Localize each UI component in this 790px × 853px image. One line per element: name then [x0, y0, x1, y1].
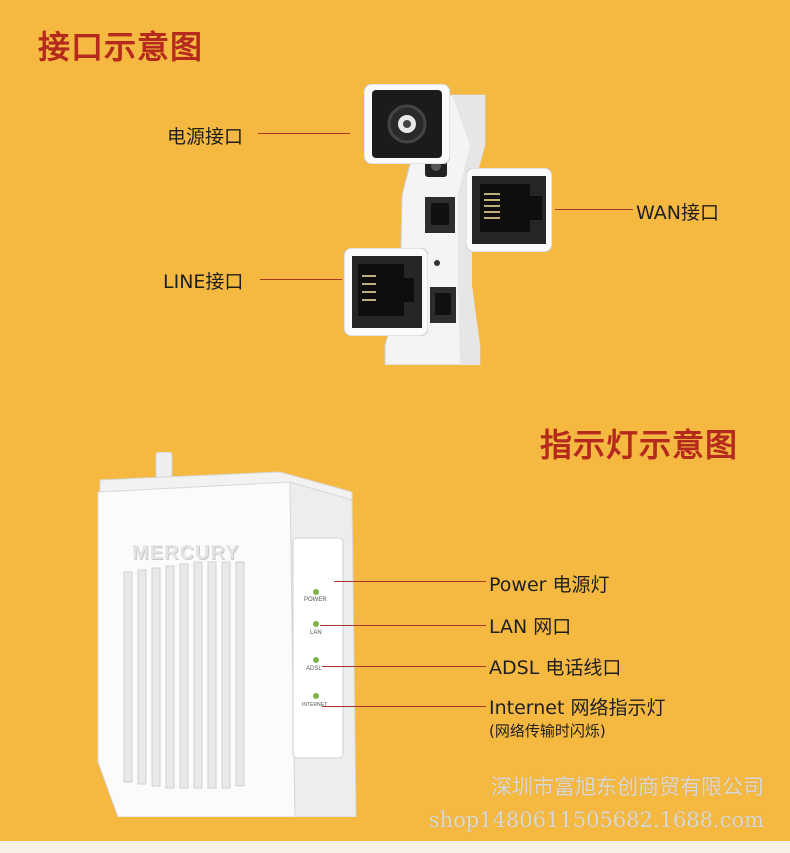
line-port-label: LINE接口 — [163, 271, 244, 293]
line-port-leader — [260, 279, 342, 280]
company-watermark: 深圳市富旭东创商贸有限公司 — [491, 775, 764, 799]
wan-port-leader — [555, 209, 633, 210]
power-led — [313, 589, 319, 595]
lan-led-panel-text: LAN — [310, 630, 322, 636]
internet-led-note: (网络传输时闪烁) — [489, 722, 606, 740]
interface-section-title: 接口示意图 — [38, 28, 204, 66]
power-port-zoom — [364, 84, 450, 164]
adsl-led — [313, 657, 319, 663]
adsl-led-panel-text: ADSL — [306, 666, 322, 672]
internet-led — [313, 693, 319, 699]
power-led-panel-text: POWER — [304, 597, 327, 603]
shop-url-watermark: shop1480611505682.1688.com — [428, 808, 764, 832]
power-port-leader — [258, 133, 350, 134]
power-led-leader — [334, 581, 486, 582]
adsl-led-label: ADSL 电话线口 — [489, 657, 622, 679]
router-front — [97, 452, 357, 817]
lan-led-leader — [320, 625, 486, 626]
power-port-label: 电源接口 — [167, 126, 244, 148]
wan-port-zoom — [466, 168, 552, 252]
lan-led-label: LAN 网口 — [489, 616, 572, 638]
internet-led-leader — [322, 706, 486, 707]
power-led-label: Power 电源灯 — [489, 574, 610, 596]
indicator-section-title: 指示灯示意图 — [540, 426, 739, 464]
internet-led-label: Internet 网络指示灯 — [489, 697, 666, 719]
bottom-strip — [0, 841, 790, 853]
wan-port-label: WAN接口 — [636, 202, 719, 224]
line-port-zoom — [344, 248, 428, 336]
lan-led — [313, 621, 319, 627]
brand-logo: MERCURY — [132, 542, 240, 564]
internet-led-panel-text: INTERNET — [302, 702, 327, 708]
adsl-led-leader — [322, 666, 486, 667]
